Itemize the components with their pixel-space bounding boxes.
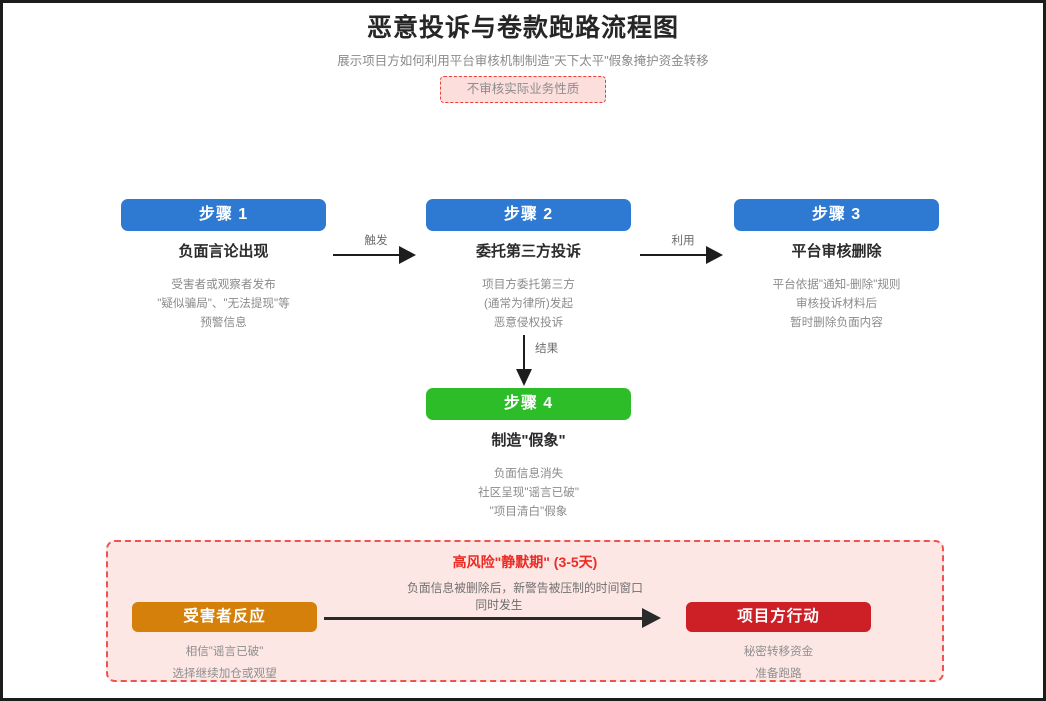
step-card-1: 步骤 1 负面言论出现 受害者或观察者发布"疑似骗局"、"无法提现"等预警信息 <box>121 199 326 332</box>
arrow-line <box>333 254 403 257</box>
step-2-description: 项目方委托第三方(通常为律所)发起恶意侵权投诉 <box>482 278 575 329</box>
step-card-2: 步骤 2 委托第三方投诉 项目方委托第三方(通常为律所)发起恶意侵权投诉 <box>426 199 631 332</box>
step-3-title: 平台审核删除 <box>791 243 882 260</box>
arrow-step2-to-step3: 利用 <box>640 234 726 275</box>
diagram-header: 恶意投诉与卷款跑路流程图 展示项目方如何利用平台审核机制制造"天下太平"假象掩护… <box>3 11 1043 103</box>
arrow-step1-to-step2: 触发 <box>333 234 419 275</box>
flowchart-canvas: 恶意投诉与卷款跑路流程图 展示项目方如何利用平台审核机制制造"天下太平"假象掩护… <box>3 3 1043 698</box>
arrow-line <box>640 254 710 257</box>
arrow-line <box>523 335 526 373</box>
arrow-step2-to-step4: 结果 <box>516 335 613 387</box>
risk-panel: 高风险"静默期" (3-5天) 负面信息被删除后，新警告被压制的时间窗口 受害者… <box>106 540 944 682</box>
arrow-head-icon <box>399 246 416 264</box>
arrow-head-icon <box>516 369 532 386</box>
actor-card-victim: 受害者反应 相信"谣言已破"选择继续加仓或观望 <box>132 602 317 685</box>
actor-project-description: 秘密转移资金准备跑路 <box>743 645 814 680</box>
step-1-description: 受害者或观察者发布"疑似骗局"、"无法提现"等预警信息 <box>157 278 290 329</box>
risk-panel-title: 高风险"静默期" (3-5天) <box>452 554 598 570</box>
step-1-badge: 步骤 1 <box>121 199 326 231</box>
arrow-head-icon <box>706 246 723 264</box>
actor-card-project: 项目方行动 秘密转移资金准备跑路 <box>686 602 871 685</box>
actor-project-badge: 项目方行动 <box>686 602 871 632</box>
arrow-step2-to-step3-label: 利用 <box>671 234 695 247</box>
step-4-title: 制造"假象" <box>491 432 566 449</box>
page-subtitle: 展示项目方如何利用平台审核机制制造"天下太平"假象掩护资金转移 <box>337 54 709 68</box>
step-3-description: 平台依据"通知-删除"规则审核投诉材料后暂时删除负面内容 <box>772 278 901 329</box>
arrow-step2-to-step4-label: 结果 <box>535 342 559 355</box>
step-3-badge: 步骤 3 <box>734 199 939 231</box>
step-4-description: 负面信息消失社区呈现"谣言已破""项目清白"假象 <box>478 467 579 518</box>
page-title: 恶意投诉与卷款跑路流程图 <box>366 14 679 42</box>
step-card-4: 步骤 4 制造"假象" 负面信息消失社区呈现"谣言已破""项目清白"假象 <box>426 388 631 521</box>
arrow-step1-to-step2-label: 触发 <box>364 234 388 247</box>
step-4-badge: 步骤 4 <box>426 388 631 420</box>
step-2-title: 委托第三方投诉 <box>475 243 581 260</box>
arrow-victim-to-project: 同时发生 <box>324 598 674 636</box>
step-card-3: 步骤 3 平台审核删除 平台依据"通知-删除"规则审核投诉材料后暂时删除负面内容 <box>734 199 939 332</box>
arrow-line <box>324 617 646 620</box>
actor-victim-description: 相信"谣言已破"选择继续加仓或观望 <box>172 645 277 680</box>
actor-victim-badge: 受害者反应 <box>132 602 317 632</box>
risk-panel-subtitle: 负面信息被删除后，新警告被压制的时间窗口 <box>407 581 643 595</box>
annotation-badge: 不审核实际业务性质 <box>439 76 607 103</box>
step-1-title: 负面言论出现 <box>178 243 269 260</box>
step-2-badge: 步骤 2 <box>426 199 631 231</box>
arrow-victim-to-project-label: 同时发生 <box>475 598 523 612</box>
arrow-head-icon <box>642 608 661 628</box>
